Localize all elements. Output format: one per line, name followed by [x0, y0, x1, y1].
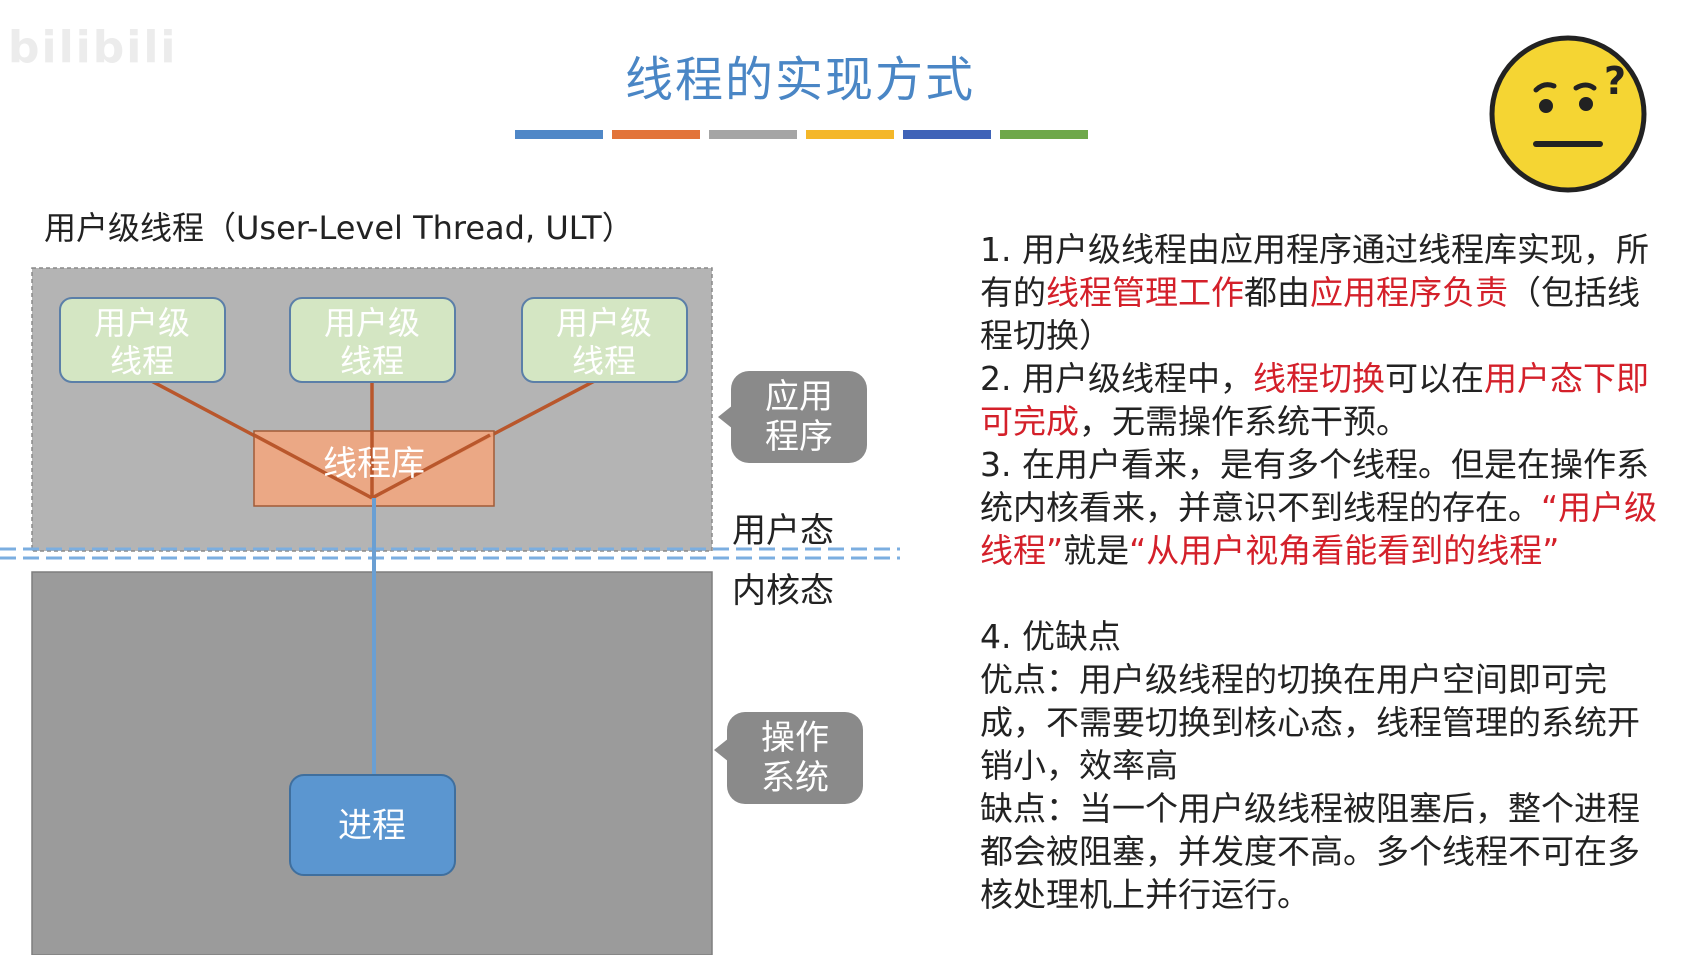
- note-2-a: 2. 用户级线程中，: [980, 359, 1253, 398]
- note-1: 1. 用户级线程由应用程序通过线程库实现，所有的线程管理工作都由应用程序负责（包…: [980, 228, 1670, 357]
- color-bar-3: [709, 130, 797, 139]
- notes-spacer: [980, 572, 1670, 615]
- note-3-a: 3. 在用户看来，是有多个线程。但是在操作系统内核看来，并意识不到线程的存在。: [980, 445, 1649, 527]
- user-mode-label: 用户态: [732, 511, 834, 551]
- user-thread-label-1a: 用户级: [94, 304, 190, 342]
- diagram-canvas: 线程库 用户级 线程 用户级 线程 用户级 线程 进程: [0, 267, 900, 955]
- note-2-d: 用户态下即可完成: [980, 359, 1649, 441]
- note-1-b: 线程管理工作: [1046, 273, 1244, 312]
- color-bar-strip: [515, 130, 1097, 140]
- note-3-c: 就是: [1063, 531, 1130, 570]
- os-label: 操作 系统: [727, 712, 863, 804]
- user-thread-label-3b: 线程: [572, 342, 636, 380]
- ult-notes: 1. 用户级线程由应用程序通过线程库实现，所有的线程管理工作都由应用程序负责（包…: [980, 228, 1670, 916]
- os-label-pointer: [714, 738, 729, 762]
- note-2-e: ，无需操作系统干预。: [1079, 402, 1409, 441]
- ult-diagram: 线程库 用户级 线程 用户级 线程 用户级 线程 进程 应用 程序 操作 系统 …: [0, 255, 900, 955]
- application-label-line-1: 应用: [765, 377, 833, 417]
- user-thread-box-1: [59, 297, 226, 383]
- slide-title: 线程的实现方式: [624, 52, 975, 108]
- os-label-line-1: 操作: [761, 718, 829, 758]
- user-thread-label-3a: 用户级: [556, 304, 652, 342]
- process-label: 进程: [338, 806, 406, 846]
- note-3-d: “从用户视角看能看到的线程”: [1129, 531, 1560, 570]
- thread-library-label: 线程库: [323, 444, 425, 484]
- note-2-c: 可以在: [1384, 359, 1484, 398]
- application-label: 应用 程序: [731, 371, 867, 463]
- process-box: [289, 774, 456, 876]
- note-1-a: 1. 用户级线程由应用程序通过线程库实现，所有的: [980, 230, 1649, 312]
- os-label-line-2: 系统: [761, 758, 829, 798]
- color-bar-5: [903, 130, 991, 139]
- bilibili-watermark: bilibili: [8, 22, 178, 73]
- thread-link-1-front: [253, 433, 373, 500]
- note-4-heading: 4. 优缺点: [980, 617, 1121, 656]
- user-thread-box-2: [289, 297, 456, 383]
- user-thread-label-2b: 线程: [340, 342, 404, 380]
- kernel-mode-label: 内核态: [732, 571, 834, 611]
- note-2: 2. 用户级线程中，线程切换可以在用户态下即可完成，无需操作系统干预。: [980, 357, 1670, 443]
- user-thread-label-2a: 用户级: [324, 304, 420, 342]
- confused-face-icon: ?: [1489, 35, 1647, 193]
- app-label-pointer: [718, 405, 733, 429]
- application-label-line-2: 程序: [765, 417, 833, 457]
- note-1-e: （包括线程切换）: [980, 273, 1640, 355]
- ult-heading: 用户级线程（User-Level Thread, ULT）: [44, 209, 634, 247]
- note-2-b: 线程切换: [1252, 359, 1385, 398]
- note-4-pros: 优点：用户级线程的切换在用户空间即可完成，不需要切换到核心态，线程管理的系统开销…: [980, 660, 1640, 785]
- note-3: 3. 在用户看来，是有多个线程。但是在操作系统内核看来，并意识不到线程的存在。“…: [980, 443, 1670, 572]
- user-thread-box-3: [521, 297, 688, 383]
- color-bar-1: [515, 130, 603, 139]
- note-1-d: 应用程序负责: [1310, 273, 1508, 312]
- note-1-c: 都由: [1244, 273, 1310, 312]
- color-bar-2: [612, 130, 700, 139]
- note-4-cons: 缺点：当一个用户级线程被阻塞后，整个进程都会被阻塞，并发度不高。多个线程不可在多…: [980, 789, 1640, 914]
- thread-link-3-front: [371, 433, 491, 500]
- thread-library-box: [253, 430, 495, 507]
- color-bar-6: [1000, 130, 1088, 139]
- color-bar-4: [806, 130, 894, 139]
- question-mark: ?: [1604, 59, 1626, 103]
- user-thread-label-1b: 线程: [110, 342, 174, 380]
- note-3-b: “用户级线程”: [980, 488, 1658, 570]
